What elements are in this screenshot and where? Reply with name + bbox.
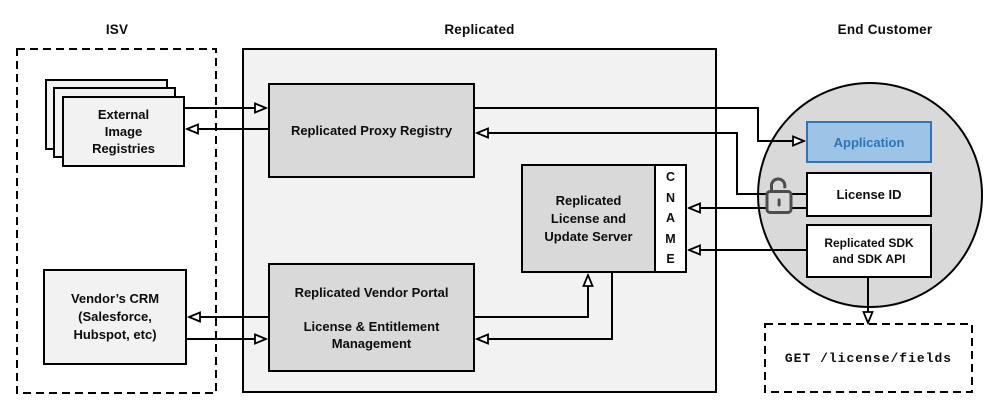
external-image-registries-label: External Image Registries: [92, 107, 155, 156]
vendor-portal-node: Replicated Vendor Portal License & Entit…: [268, 263, 475, 372]
isv-section-label: ISV: [105, 22, 129, 37]
vendor-portal-label: Replicated Vendor Portal License & Entit…: [294, 284, 449, 351]
cname-label: C N A M E: [665, 170, 676, 267]
external-image-registries-node: External Image Registries: [62, 96, 185, 167]
arrow-portal-to-server: [474, 275, 588, 318]
proxy-registry-node: Replicated Proxy Registry: [268, 83, 475, 178]
arrow-proxy-to-application: [474, 107, 804, 141]
replicated-sdk-node: Replicated SDK and SDK API: [806, 224, 932, 278]
license-update-server-label: Replicated License and Update Server: [544, 192, 633, 244]
cname-strip: C N A M E: [654, 164, 687, 273]
arrow-server-to-portal: [477, 272, 613, 339]
replicated-section-label: Replicated: [444, 22, 515, 37]
vendor-crm-label: Vendor’s CRM (Salesforce, Hubspot, etc): [70, 291, 160, 342]
proxy-registry-label: Replicated Proxy Registry: [290, 123, 453, 138]
application-label: Application: [833, 134, 905, 150]
get-license-fields-label: GET /license/fields: [784, 350, 953, 366]
license-id-node: License ID: [806, 172, 932, 217]
vendor-crm-node: Vendor’s CRM (Salesforce, Hubspot, etc): [43, 269, 187, 365]
end-customer-section-label: End Customer: [837, 22, 933, 37]
get-license-fields-node: GET /license/fields: [765, 324, 972, 392]
license-update-server-node: Replicated License and Update Server: [521, 164, 656, 273]
application-node: Application: [806, 121, 932, 163]
open-padlock-icon: [765, 177, 793, 214]
replicated-sdk-label: Replicated SDK and SDK API: [824, 236, 914, 266]
license-id-label: License ID: [836, 187, 902, 202]
